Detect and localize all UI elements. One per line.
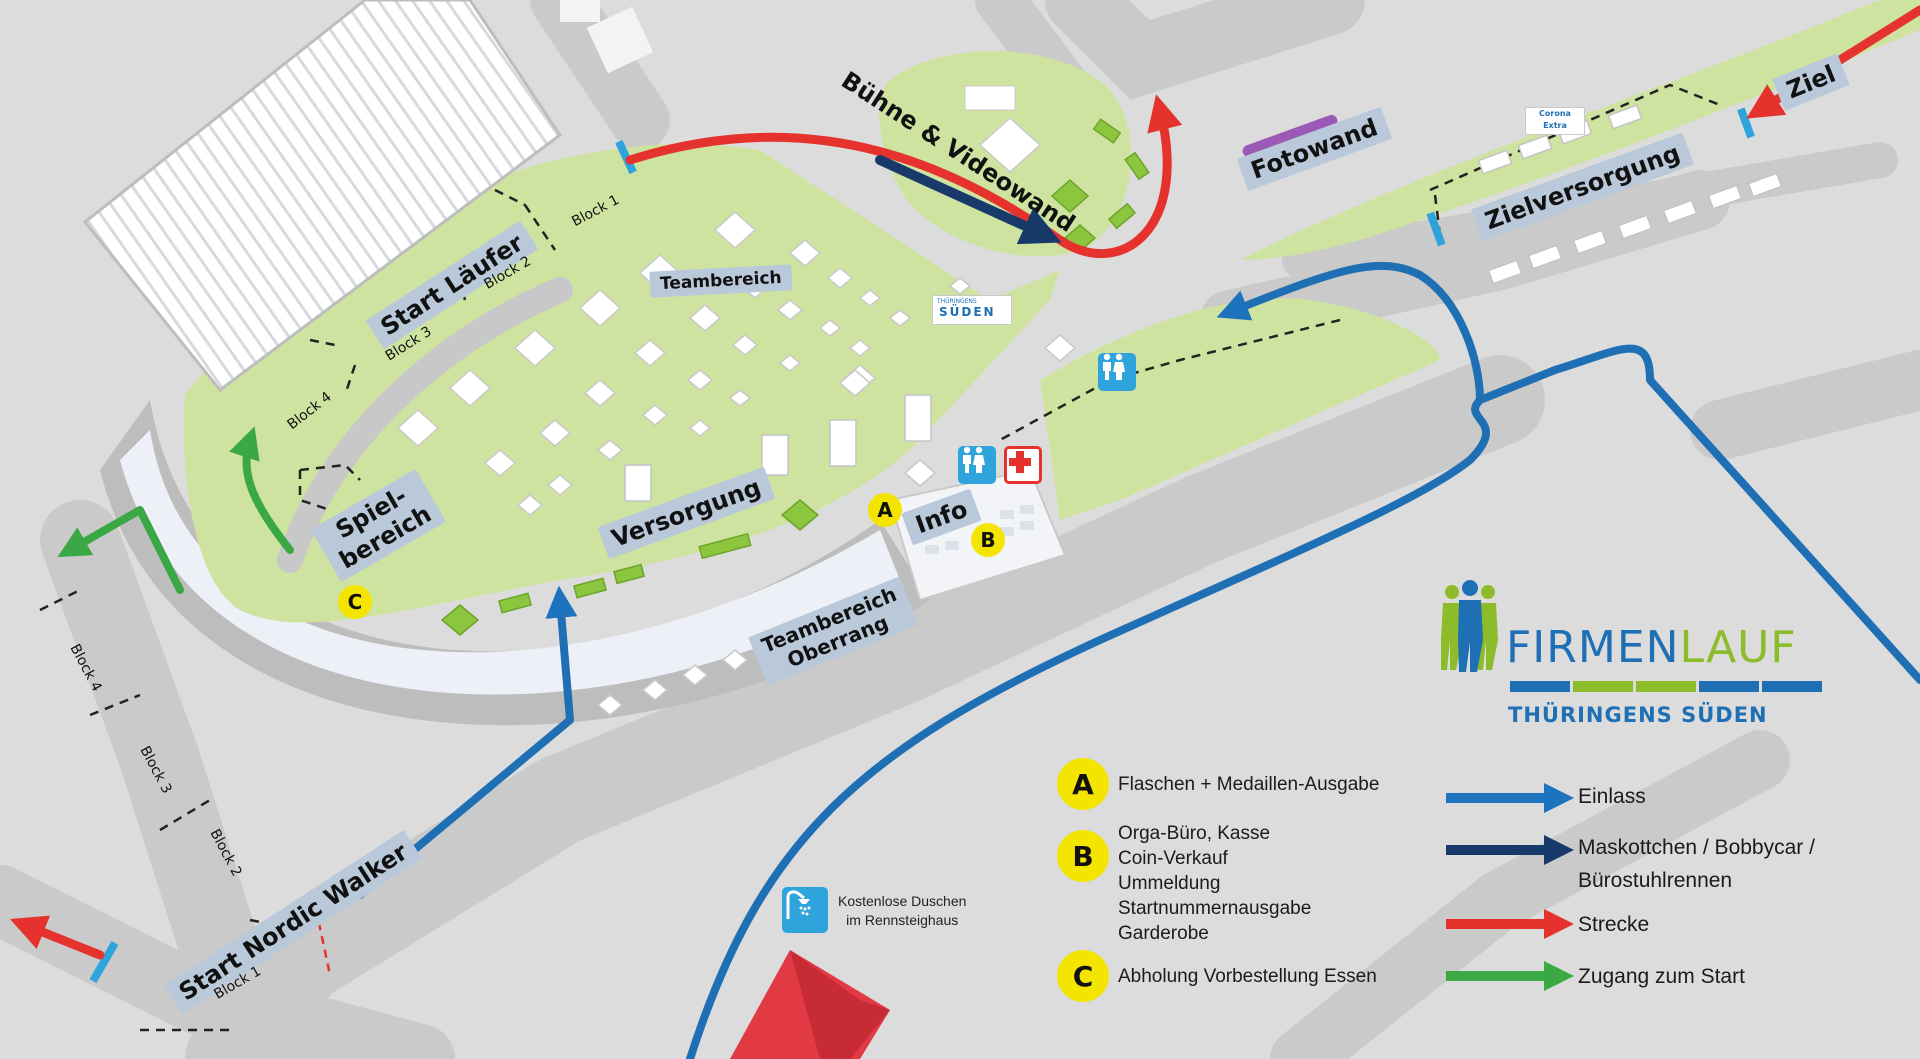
legend-label-maskottchen: Maskottchen / Bobbycar / Bürostuhlrennen (1578, 831, 1815, 897)
toilet-icon (1098, 353, 1136, 391)
legend-line: Startnummernausgabe (1118, 898, 1312, 919)
legend-arrow-head (1544, 961, 1574, 991)
legend-line: Abholung Vorbestellung Essen (1118, 966, 1377, 987)
route-entry-south (356, 585, 578, 899)
gate (615, 139, 637, 175)
hall-building (82, 0, 563, 393)
legend-text-b: Orga-Büro, Kasse Coin-Verkauf Ummeldung … (1118, 821, 1311, 946)
toilet-icon (958, 446, 996, 484)
logo-stripe (1699, 681, 1759, 692)
shower-icon (782, 887, 828, 933)
legend-arrows (1446, 783, 1574, 991)
sponsor-corona-sign: Corona Extra (1525, 107, 1585, 135)
rennsteighaus (730, 950, 890, 1059)
legend-label-strecke: Strecke (1578, 908, 1649, 941)
shower-note-line2: im Rennsteighaus (846, 912, 959, 928)
legend-line: Ummeldung (1118, 873, 1221, 894)
logo-subtitle: THÜRINGENS SÜDEN (1508, 703, 1768, 727)
legend-line: Einlass (1578, 785, 1646, 808)
legend-arrow-head (1544, 835, 1574, 865)
grass-east (1040, 298, 1440, 520)
logo-stripe (1636, 681, 1696, 692)
legend-text-c: Abholung Vorbestellung Essen (1118, 964, 1377, 989)
route-access-2 (229, 426, 294, 554)
logo-runners-icon (1441, 580, 1498, 672)
legend-badge-a: A (1057, 758, 1109, 810)
legend-line: Maskottchen / Bobbycar / (1578, 836, 1815, 859)
gate (1737, 107, 1755, 139)
gate (1426, 211, 1446, 247)
sponsor-big-text: SÜDEN (939, 305, 996, 319)
legend-text-a: Flaschen + Medaillen-Ausgabe (1118, 772, 1379, 797)
small-building (586, 6, 654, 74)
legend-badge-c: C (1057, 950, 1109, 1002)
legend-line: Zugang zum Start (1578, 965, 1745, 988)
logo-stripe (1510, 681, 1570, 692)
legend-line: Strecke (1578, 913, 1650, 936)
legend-line: Garderobe (1118, 923, 1209, 944)
logo-title: FIRMENLAUF (1506, 622, 1797, 673)
legend-arrow-shaft (1446, 845, 1546, 855)
badge-c: C (338, 585, 372, 619)
logo-stripes (1510, 681, 1822, 692)
toilet-glyph (1103, 353, 1125, 380)
inner-path (277, 277, 573, 573)
sponsor-small-text: THÜRINGENS (937, 298, 977, 305)
shower-glyph (786, 890, 811, 919)
badge-a: A (868, 493, 902, 527)
finish-stands (1477, 104, 1783, 285)
benches (624, 394, 932, 502)
dashed-lines (39, 83, 1721, 1032)
route-entry-main (686, 344, 1920, 1059)
legend-label-einlass: Einlass (1578, 780, 1646, 813)
legend-label-zugang: Zugang zum Start (1578, 960, 1745, 993)
logo-title-part2: LAUF (1679, 622, 1797, 673)
route-access-1 (57, 506, 184, 594)
gate (89, 940, 119, 984)
legend-arrow-head (1544, 783, 1574, 813)
route-course-nordic (9, 915, 105, 960)
small-building (560, 0, 600, 22)
toilet-glyph (963, 446, 985, 473)
shower-note-line1: Kostenlose Duschen (838, 893, 967, 909)
fotowand-sign (1242, 114, 1338, 158)
cross-glyph (1009, 451, 1031, 473)
stand-white (120, 430, 900, 695)
stage-billboard (964, 85, 1016, 111)
logo-stripe (1573, 681, 1633, 692)
sponsor-suedien-sign: THÜRINGENS SÜDEN (932, 295, 1012, 325)
legend-arrow-head (1544, 909, 1574, 939)
legend-line: Coin-Verkauf (1118, 848, 1228, 869)
logo-stripe (1762, 681, 1822, 692)
legend-line: Bürostuhlrennen (1578, 869, 1733, 892)
legend-arrow-shaft (1446, 919, 1546, 929)
shower-note: Kostenlose Duschen im Rennsteighaus (838, 892, 966, 930)
first-aid-icon (1004, 446, 1042, 484)
legend-arrow-shaft (1446, 793, 1546, 803)
legend-line: Flaschen + Medaillen-Ausgabe (1118, 774, 1380, 795)
legend-badge-b: B (1057, 830, 1109, 882)
route-entry-north (1216, 261, 1484, 404)
legend-arrow-shaft (1446, 971, 1546, 981)
badge-b: B (971, 523, 1005, 557)
legend-line: Orga-Büro, Kasse (1118, 823, 1271, 844)
route-mascot (875, 155, 1062, 245)
tents (396, 116, 1077, 716)
logo-title-part1: FIRMEN (1506, 622, 1680, 673)
